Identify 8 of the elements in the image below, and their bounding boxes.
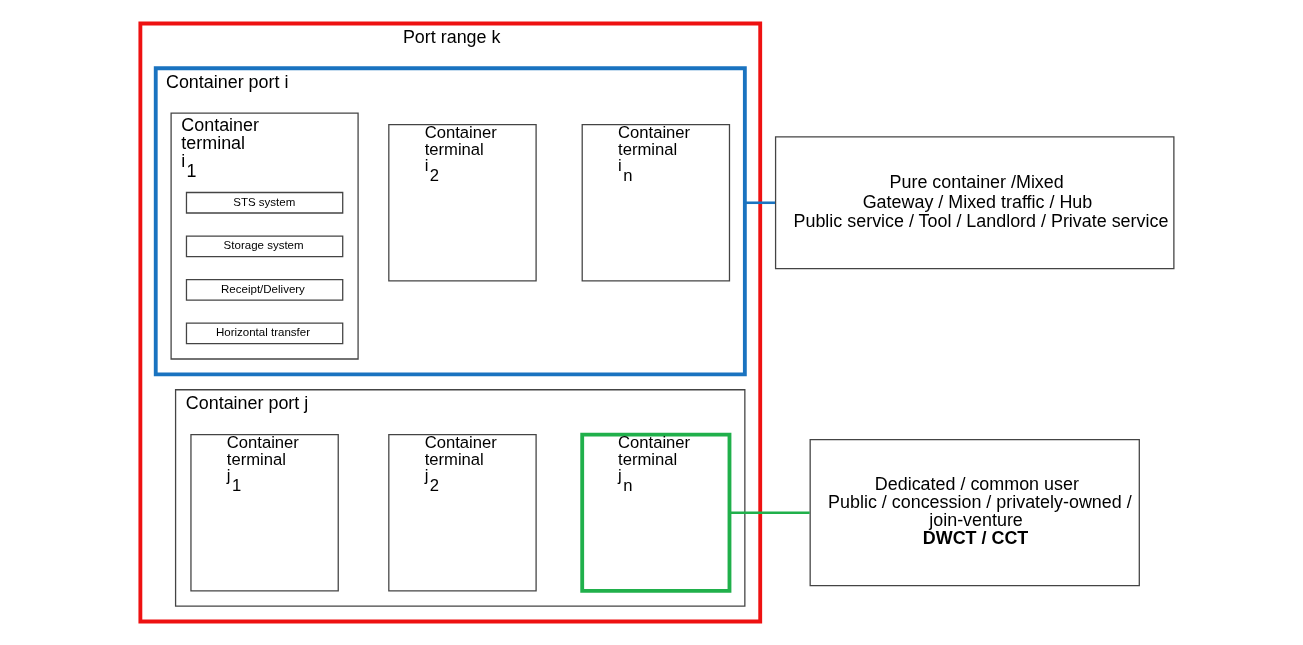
node-box: Horizontal transfer <box>185 322 343 345</box>
connector <box>729 511 810 514</box>
connector <box>744 201 775 205</box>
node-box: Dedicated / common user Public / concession / privately-owned / join-venture DWCT / CCT <box>809 439 1140 587</box>
node-box: Pure container /Mixed Gateway / Mixed traffic / Hub Public service / Tool / Landlord / Private service <box>774 136 1175 270</box>
node-box: Storage system <box>185 235 343 258</box>
node-box: STS system <box>185 191 343 214</box>
node-box: Receipt/Delivery <box>185 278 343 301</box>
